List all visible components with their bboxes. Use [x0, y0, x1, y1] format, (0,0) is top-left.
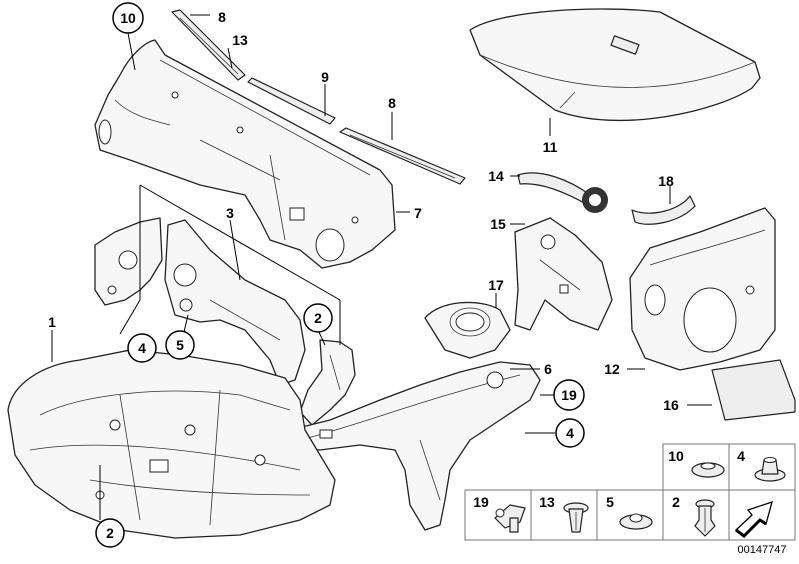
callout-4-right: 4 [566, 425, 574, 441]
part-2-upper-piece [299, 339, 356, 426]
callout-9: 9 [321, 69, 329, 85]
callout-2-upper: 2 [314, 310, 322, 326]
legend-label-5: 5 [606, 494, 614, 510]
part-11-shelf [469, 8, 761, 121]
callout-18: 18 [658, 173, 674, 189]
callout-ring-4-left [127, 333, 157, 363]
callout-4-left: 4 [138, 340, 146, 356]
part-16-pad [711, 359, 796, 421]
part-3-insulation-left [94, 217, 163, 306]
fastener-5-icon [619, 513, 653, 530]
callout-19: 19 [561, 387, 577, 403]
legend-label-4: 4 [737, 448, 745, 464]
callout-8-lower: 8 [388, 95, 396, 111]
fastener-4-icon [754, 457, 786, 482]
callout-2-lower: 2 [106, 525, 114, 541]
fastener-10-icon [691, 462, 725, 478]
part-14-tape-roll [517, 172, 608, 213]
callout-1: 1 [48, 314, 56, 330]
callout-ring-2-lower [95, 518, 125, 548]
legend-label-10: 10 [668, 448, 684, 464]
callout-13: 13 [232, 32, 248, 48]
legend-cell-4 [728, 443, 796, 491]
legend-label-19: 19 [473, 494, 489, 510]
leader-lines [51, 14, 712, 520]
part-8-lower-strip [339, 127, 466, 185]
part-6-side-insulation [289, 361, 541, 531]
callout-16: 16 [663, 397, 679, 413]
callout-ring-4-right [555, 418, 585, 448]
reference-number: 00147747 [738, 544, 787, 556]
callout-11: 11 [543, 139, 558, 155]
callout-ring-19 [553, 379, 585, 411]
part-18-strip [631, 195, 696, 225]
callout-8-top: 8 [218, 9, 226, 25]
part-15-panel [514, 217, 613, 331]
callout-14: 14 [488, 168, 504, 184]
fastener-legend: 10 4 19 13 5 2 [464, 443, 796, 541]
part-9-strip [247, 77, 336, 125]
callout-17: 17 [488, 277, 504, 293]
callout-15: 15 [490, 216, 506, 232]
part-7-bulkhead [94, 39, 396, 269]
part-17-cover [424, 301, 511, 359]
legend-label-2: 2 [672, 494, 680, 510]
callout-12: 12 [604, 361, 620, 377]
callout-6: 6 [544, 361, 552, 377]
fastener-13-icon [563, 502, 589, 533]
callout-7: 7 [414, 205, 422, 221]
legend-label-13: 13 [539, 494, 555, 510]
callout-ring-10 [112, 2, 144, 34]
callout-10: 10 [120, 10, 136, 26]
legend-cell-2 [662, 489, 730, 541]
fastener-19-icon [494, 504, 526, 533]
fastener-2-icon [694, 499, 716, 537]
callout-3: 3 [226, 205, 234, 221]
arrow-icon [734, 500, 773, 538]
part-12-door-panel [629, 207, 776, 371]
callout-ring-5 [165, 330, 195, 360]
callout-ring-2-upper [303, 303, 333, 333]
callouts: 10 8 13 9 8 11 3 7 14 18 15 17 1 4 5 2 6… [48, 2, 679, 548]
callout-5: 5 [176, 337, 184, 353]
part-8-upper-strip [171, 9, 246, 81]
